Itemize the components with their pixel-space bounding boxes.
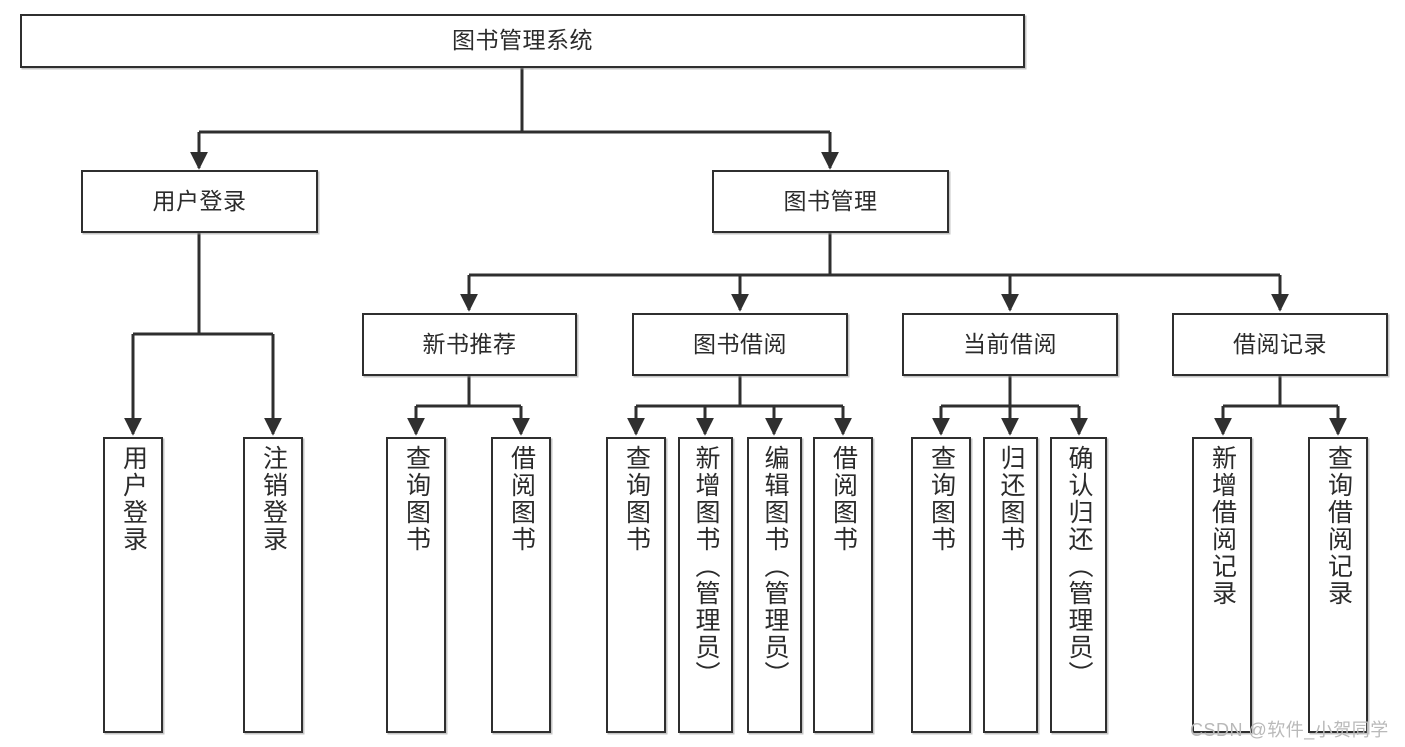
leaf-current-borrow-query-label: 查询图书	[927, 445, 956, 553]
node-user-login-label: 用户登录	[152, 187, 247, 214]
leaf-new-book-borrow-label: 借阅图书	[507, 445, 536, 553]
leaf-current-borrow-confirm-label: 确认归还（管理员）	[1065, 445, 1093, 688]
leaf-book-borrow-edit[interactable]: 编辑图书（管理员）	[747, 437, 802, 733]
leaf-user-login-logout[interactable]: 注销登录	[243, 437, 303, 733]
leaf-borrow-record-query-label: 查询借阅记录	[1324, 445, 1353, 607]
node-current-borrow-label: 当前借阅	[963, 330, 1057, 357]
node-new-book-recommend[interactable]: 新书推荐	[362, 313, 577, 376]
leaf-current-borrow-return-label: 归还图书	[997, 445, 1025, 553]
leaf-current-borrow-confirm[interactable]: 确认归还（管理员）	[1050, 437, 1107, 733]
leaf-new-book-borrow[interactable]: 借阅图书	[491, 437, 551, 733]
node-borrow-record[interactable]: 借阅记录	[1172, 313, 1388, 376]
leaf-borrow-record-add[interactable]: 新增借阅记录	[1192, 437, 1252, 733]
node-root-system-label: 图书管理系统	[452, 27, 593, 54]
node-book-management-label: 图书管理	[783, 187, 878, 214]
node-new-book-recommend-label: 新书推荐	[422, 330, 517, 357]
leaf-user-login-logout-label: 注销登录	[259, 445, 288, 553]
leaf-borrow-record-add-label: 新增借阅记录	[1208, 445, 1237, 607]
node-borrow-record-label: 借阅记录	[1233, 330, 1327, 357]
leaf-book-borrow-query-label: 查询图书	[622, 445, 651, 553]
leaf-new-book-query-label: 查询图书	[402, 445, 431, 553]
leaf-book-borrow-query[interactable]: 查询图书	[606, 437, 666, 733]
node-book-borrow[interactable]: 图书借阅	[632, 313, 848, 376]
node-current-borrow[interactable]: 当前借阅	[902, 313, 1118, 376]
leaf-book-borrow-add[interactable]: 新增图书（管理员）	[678, 437, 733, 733]
leaf-current-borrow-query[interactable]: 查询图书	[911, 437, 971, 733]
leaf-new-book-query[interactable]: 查询图书	[386, 437, 446, 733]
leaf-book-borrow-borrow-label: 借阅图书	[829, 445, 858, 553]
node-book-management[interactable]: 图书管理	[712, 170, 949, 233]
leaf-book-borrow-borrow[interactable]: 借阅图书	[813, 437, 873, 733]
leaf-current-borrow-return[interactable]: 归还图书	[983, 437, 1038, 733]
node-root-system[interactable]: 图书管理系统	[20, 14, 1025, 68]
leaf-book-borrow-edit-label: 编辑图书（管理员）	[761, 445, 789, 688]
node-user-login[interactable]: 用户登录	[81, 170, 318, 233]
leaf-borrow-record-query[interactable]: 查询借阅记录	[1308, 437, 1368, 733]
leaf-user-login-login-label: 用户登录	[119, 445, 148, 553]
csdn-watermark: CSDN @软件_小贺同学	[1190, 720, 1389, 740]
leaf-user-login-login[interactable]: 用户登录	[103, 437, 163, 733]
node-book-borrow-label: 图书借阅	[693, 330, 787, 357]
leaf-book-borrow-add-label: 新增图书（管理员）	[692, 445, 720, 688]
